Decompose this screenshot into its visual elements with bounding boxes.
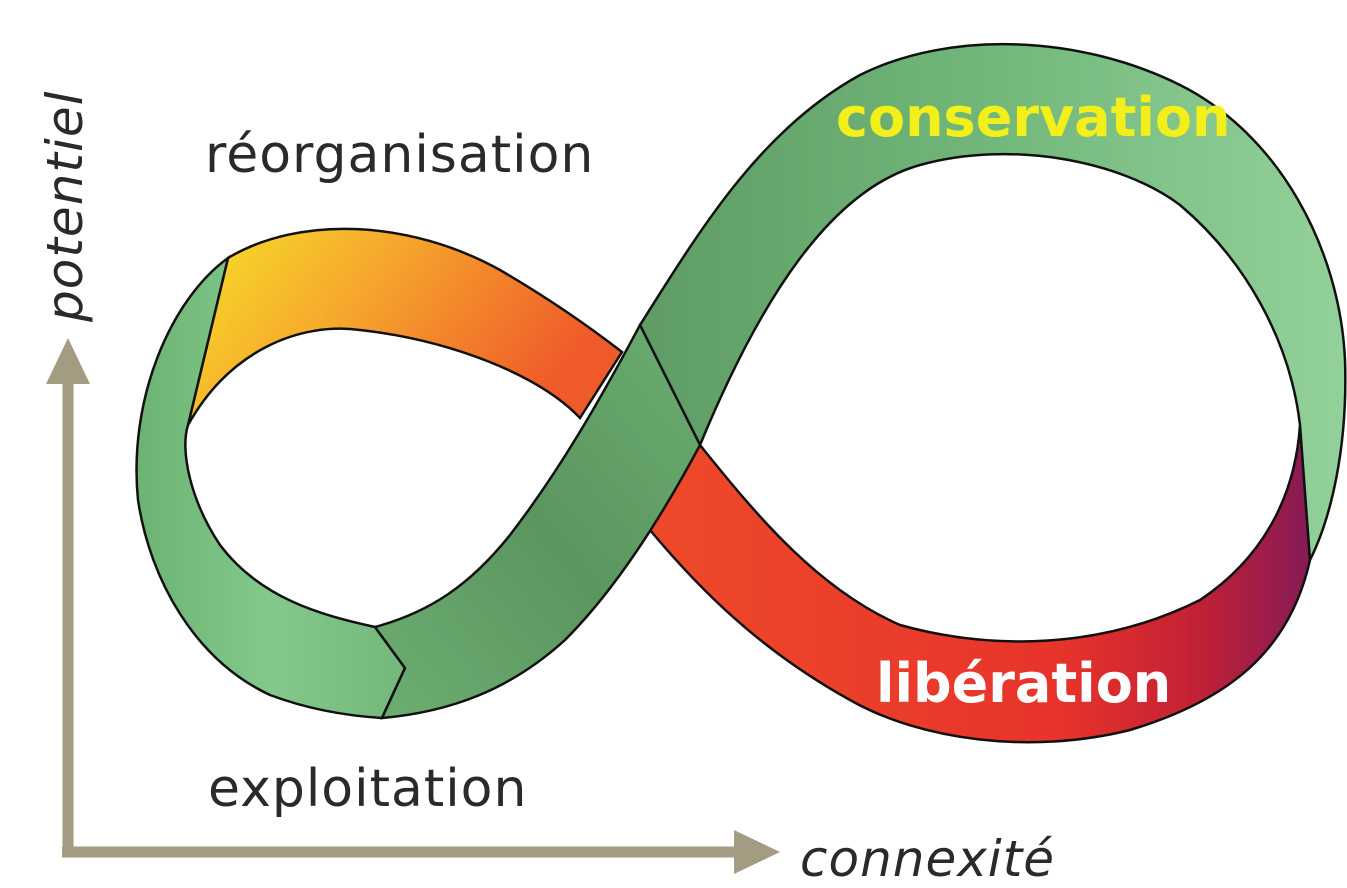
band-conservation: [638, 42, 1347, 565]
x-axis-label: connexité: [800, 830, 1055, 888]
label-reorganisation: réorganisation: [205, 125, 594, 185]
label-conservation: conservation: [836, 86, 1230, 149]
y-axis-label: potentiel: [36, 90, 94, 323]
band-crossing: [372, 322, 702, 720]
y-axis-arrowhead: [46, 338, 90, 384]
x-axis-arrowhead: [734, 830, 780, 874]
axes: [46, 338, 780, 874]
band-exploitation: [135, 255, 407, 720]
label-exploitation: exploitation: [208, 759, 527, 819]
band-reorganisation: [186, 227, 624, 426]
label-liberation: libération: [876, 652, 1171, 715]
